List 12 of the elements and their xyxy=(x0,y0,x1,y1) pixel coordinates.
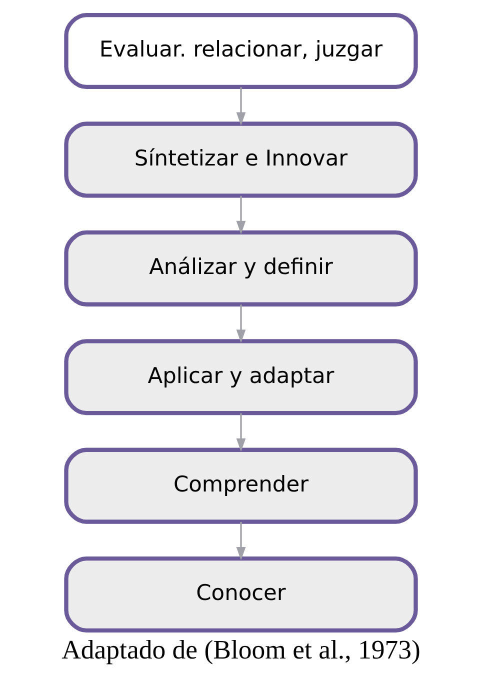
node-box: Comprender xyxy=(64,448,418,524)
arrow xyxy=(236,413,246,452)
node-box: Análizar y definir xyxy=(64,230,418,306)
node-box: Conocer xyxy=(64,556,418,633)
arrow xyxy=(236,196,246,234)
node-box: Síntetizar e Innovar xyxy=(64,122,418,198)
arrow xyxy=(236,87,246,126)
node-box: Evaluar. relacionar, juzgar xyxy=(64,12,418,90)
caption: Adaptado de (Bloom et al., 1973) xyxy=(61,634,420,665)
arrow xyxy=(236,304,246,344)
node-box: Aplicar y adaptar xyxy=(64,339,418,416)
arrow xyxy=(236,522,246,560)
